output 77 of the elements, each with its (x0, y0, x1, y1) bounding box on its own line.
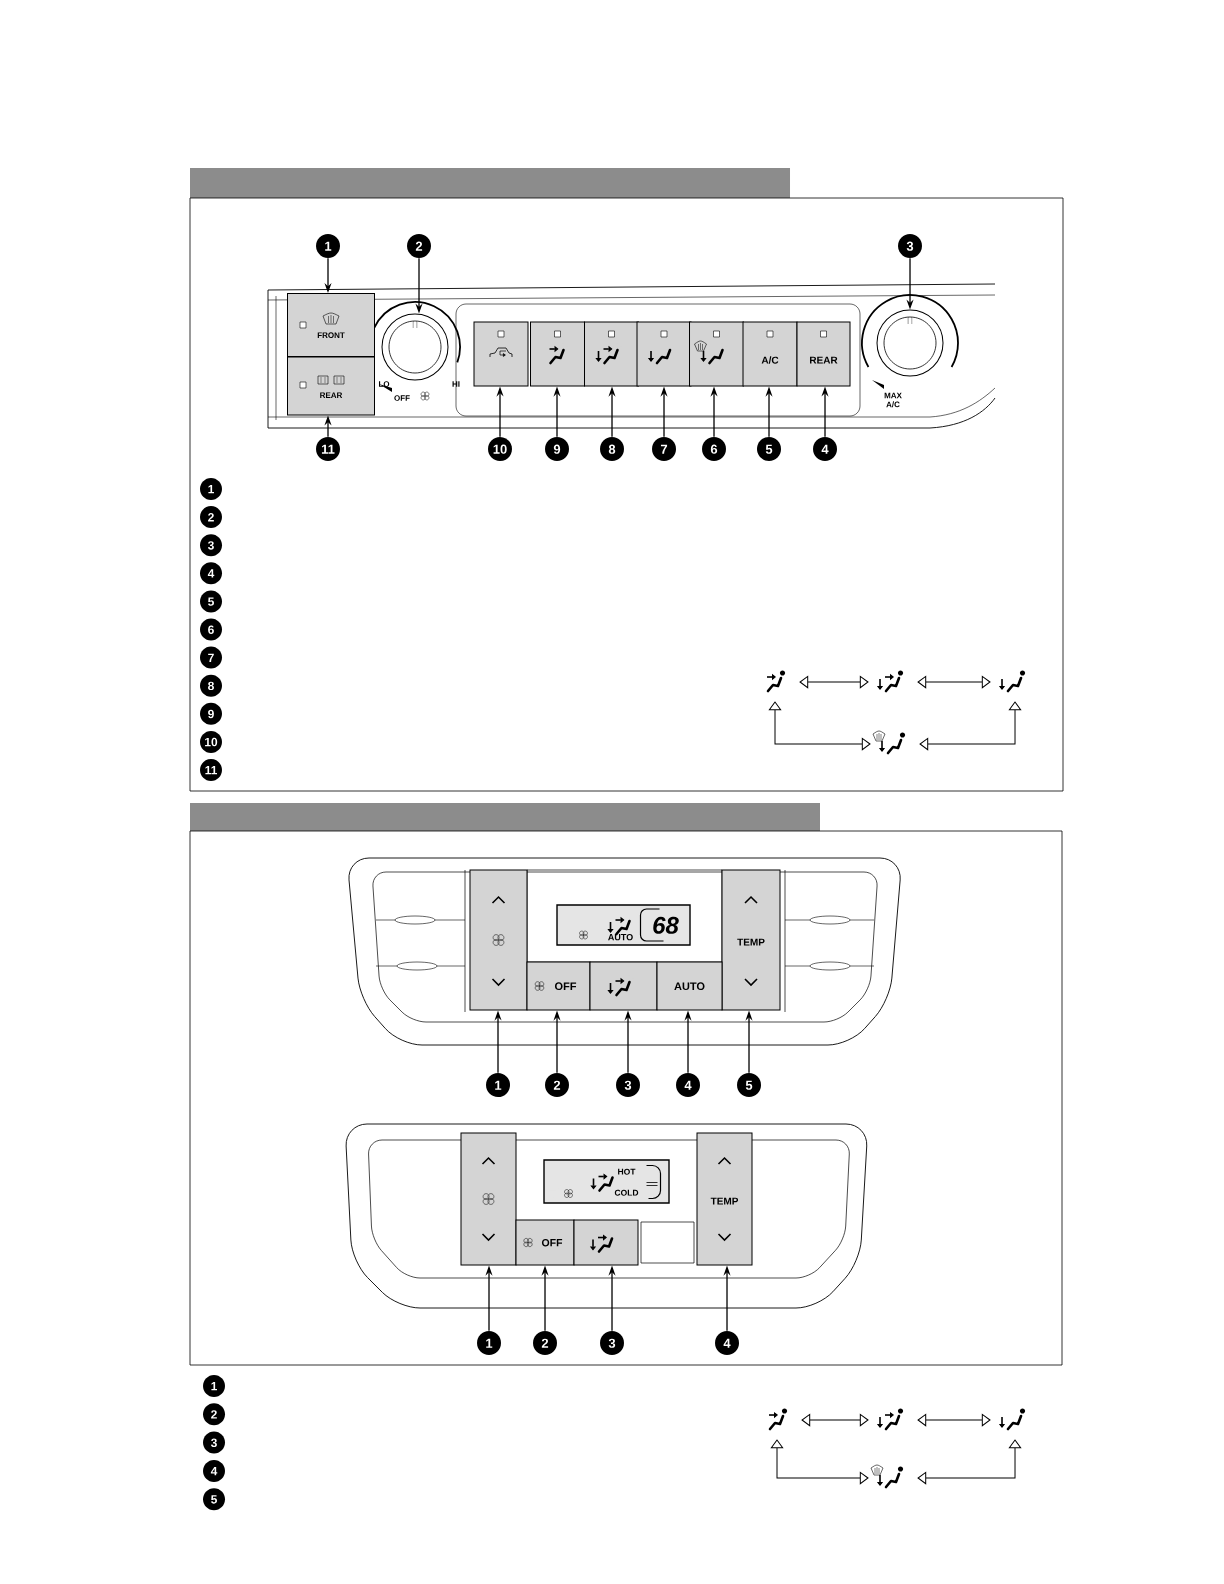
display-screen: HOT COLD (543, 1159, 670, 1204)
callout-number: 3 (203, 1431, 225, 1454)
arrow (799, 675, 869, 689)
airflow-mode-icon (872, 730, 906, 755)
airflow-mode-icon (877, 670, 904, 693)
fan-off-button: OFF (515, 1219, 575, 1266)
callout-number: 4 (676, 1073, 700, 1097)
arrow (801, 1413, 869, 1427)
arrow (768, 701, 871, 751)
callout-number: 2 (200, 506, 222, 529)
temperature-button: TEMP (696, 1132, 753, 1266)
callout-number: 4 (715, 1331, 739, 1355)
mode-button (530, 321, 585, 387)
node-label: REAR (320, 392, 343, 398)
callout-number: 1 (203, 1375, 225, 1397)
callout-number: 7 (200, 646, 222, 669)
callout-number: 9 (545, 437, 569, 461)
callout-number: 5 (737, 1073, 761, 1097)
airflow-mode-icon (766, 670, 786, 693)
temperature-knob (876, 309, 944, 377)
mode-button (584, 321, 639, 387)
defrost-button: FRONT (287, 293, 375, 357)
ac-button: A/C (742, 321, 798, 387)
callout-number: 5 (203, 1488, 225, 1511)
fan-off-button: OFF (526, 961, 591, 1011)
auto-button: AUTO (656, 961, 723, 1011)
callout-number: 3 (600, 1331, 624, 1355)
callout-number: 7 (652, 437, 676, 461)
knob-label: HI (452, 381, 460, 387)
knob-label: LO (379, 381, 390, 387)
callout-number: 6 (702, 437, 726, 461)
callout-number: 1 (316, 234, 340, 258)
callout-number: 10 (488, 437, 512, 461)
callout-number: 2 (407, 234, 431, 258)
callout-number: 5 (200, 590, 222, 613)
callout-number: 3 (616, 1073, 640, 1097)
callout-number: 1 (486, 1073, 510, 1097)
mode-button (589, 961, 658, 1011)
arrow (770, 1439, 869, 1485)
mode-button (636, 321, 692, 387)
airflow-mode-icon (877, 1408, 904, 1431)
callout-number: 3 (898, 234, 922, 258)
callout-number: 11 (200, 759, 222, 781)
mode-button (573, 1219, 639, 1266)
arrow (917, 1439, 1022, 1485)
callout-number: 8 (600, 437, 624, 461)
callout-number: 1 (200, 478, 222, 500)
defrost-button: REAR (287, 356, 375, 416)
arrow (917, 675, 991, 689)
callout-number: 2 (545, 1073, 569, 1097)
callout-number: 4 (203, 1459, 225, 1482)
rear-button: REAR (796, 321, 851, 387)
callout-number: 4 (200, 562, 222, 585)
mode-button (473, 321, 529, 387)
arrow (917, 1413, 991, 1427)
callout-number: 5 (757, 437, 781, 461)
callout-number: 1 (477, 1331, 501, 1355)
node-label: FRONT (317, 332, 345, 338)
callout-number: 9 (200, 702, 222, 725)
callout-number: 10 (200, 730, 222, 753)
callout-number: 6 (200, 618, 222, 641)
fan-knob (381, 313, 449, 381)
knob-label: OFF (394, 395, 410, 401)
callout-number: 11 (316, 437, 340, 461)
display-screen: AUTO 68 (556, 904, 691, 946)
airflow-mode-icon (999, 1408, 1026, 1431)
callout-number: 3 (200, 534, 222, 557)
callout-number: 8 (200, 674, 222, 697)
knob-label: MAX A/C (884, 392, 902, 408)
callout-number: 2 (203, 1403, 225, 1426)
airflow-mode-icon (999, 670, 1026, 693)
airflow-mode-icon (768, 1408, 788, 1431)
mode-button (689, 321, 744, 387)
airflow-mode-icon (870, 1464, 904, 1489)
arrow (919, 701, 1022, 751)
callout-number: 4 (813, 437, 837, 461)
callout-number: 2 (533, 1331, 557, 1355)
